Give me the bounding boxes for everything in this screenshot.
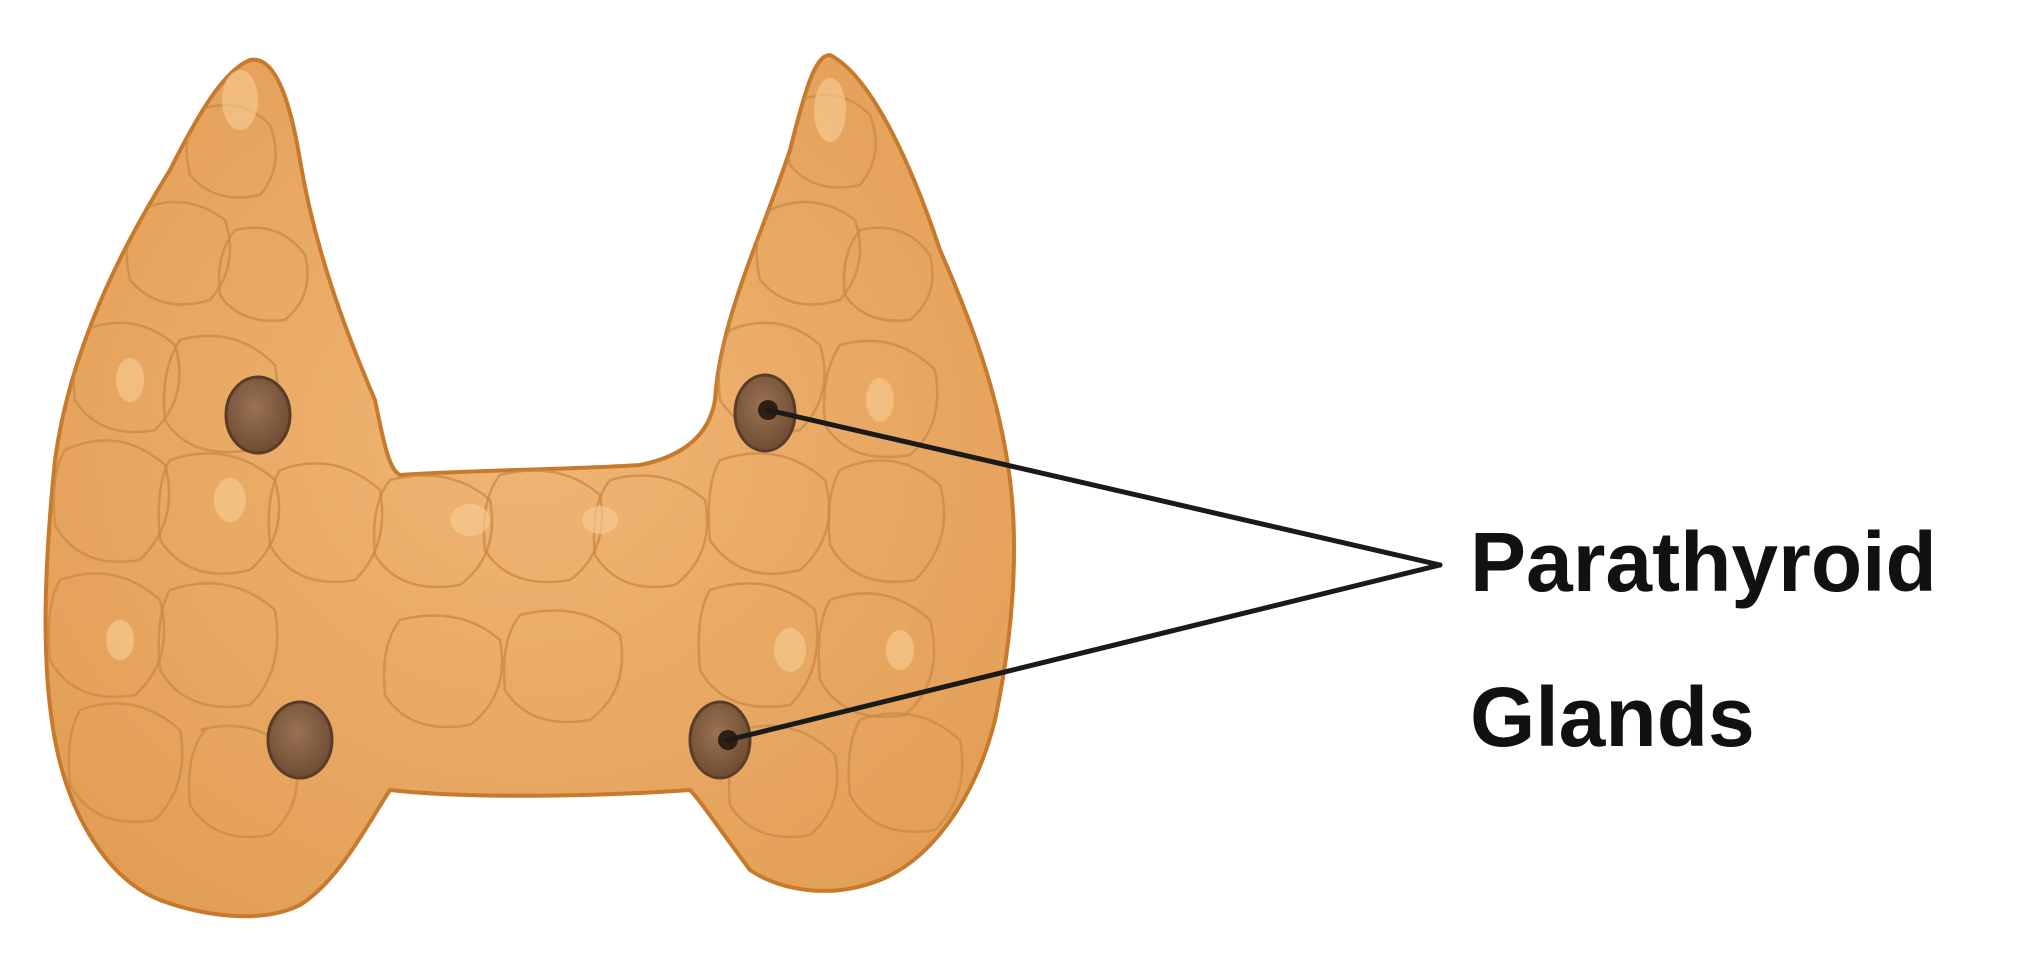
parathyroid-label-line-1: Parathyroid xyxy=(1470,520,1937,604)
parathyroid-lower-left xyxy=(268,702,332,778)
parathyroid-label-line-2: Glands xyxy=(1470,675,1755,759)
parathyroid-lower-right xyxy=(690,702,750,778)
parathyroid-upper-left xyxy=(226,377,290,453)
thyroid-gland xyxy=(46,55,1014,916)
